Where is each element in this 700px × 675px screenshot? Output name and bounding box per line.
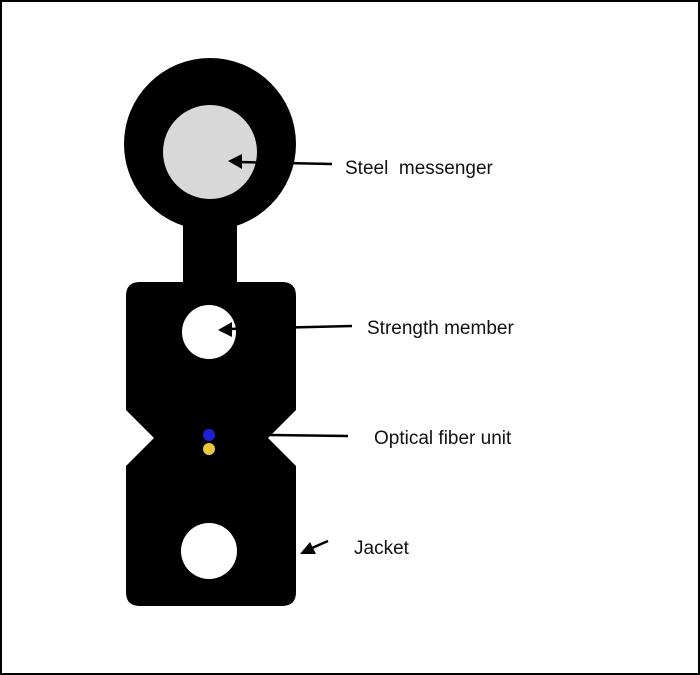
leader-steel-messenger [237, 160, 333, 166]
strength-member-top [182, 305, 236, 359]
leader-strength-member [227, 324, 353, 331]
leader-jacket [311, 539, 329, 550]
label-steel-messenger: Steel messenger [345, 158, 494, 179]
arrowhead-strength-member [218, 322, 232, 337]
steel-messenger-core [163, 105, 257, 199]
messenger-neck [183, 212, 237, 292]
strength-member-bottom [181, 523, 237, 579]
optical-fiber-yellow [203, 443, 215, 455]
label-jacket: Jacket [354, 538, 410, 559]
arrowhead-steel-messenger [228, 154, 242, 169]
label-optical-fiber-unit: Optical fiber unit [374, 428, 512, 449]
label-strength-member: Strength member [367, 318, 514, 339]
optical-fiber-blue [203, 429, 215, 441]
arrowhead-jacket [300, 542, 316, 554]
leader-optical-fiber-unit [269, 433, 349, 438]
